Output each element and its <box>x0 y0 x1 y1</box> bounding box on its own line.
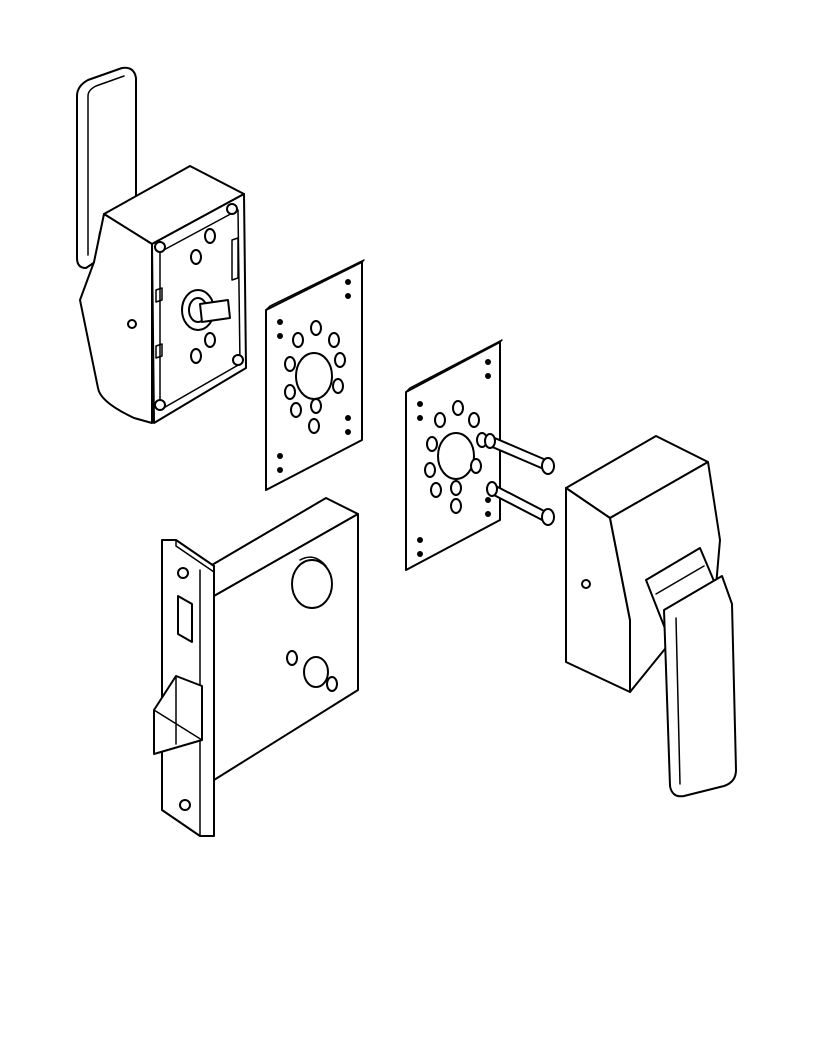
right-lever-trim <box>565 435 737 798</box>
right-lever-handle <box>663 575 737 798</box>
left-lever-trim <box>76 66 247 424</box>
mortise-lock-body <box>153 497 359 837</box>
right-mounting-plate <box>405 339 503 571</box>
mounting-screws <box>484 433 555 526</box>
lock-lever-hub <box>291 559 333 609</box>
upper-screw <box>484 433 555 475</box>
left-spindle <box>199 299 231 323</box>
lower-screw <box>486 481 555 526</box>
latch-bolt <box>153 675 203 755</box>
left-mounting-plate <box>265 259 365 491</box>
auxiliary-latch <box>177 595 193 643</box>
